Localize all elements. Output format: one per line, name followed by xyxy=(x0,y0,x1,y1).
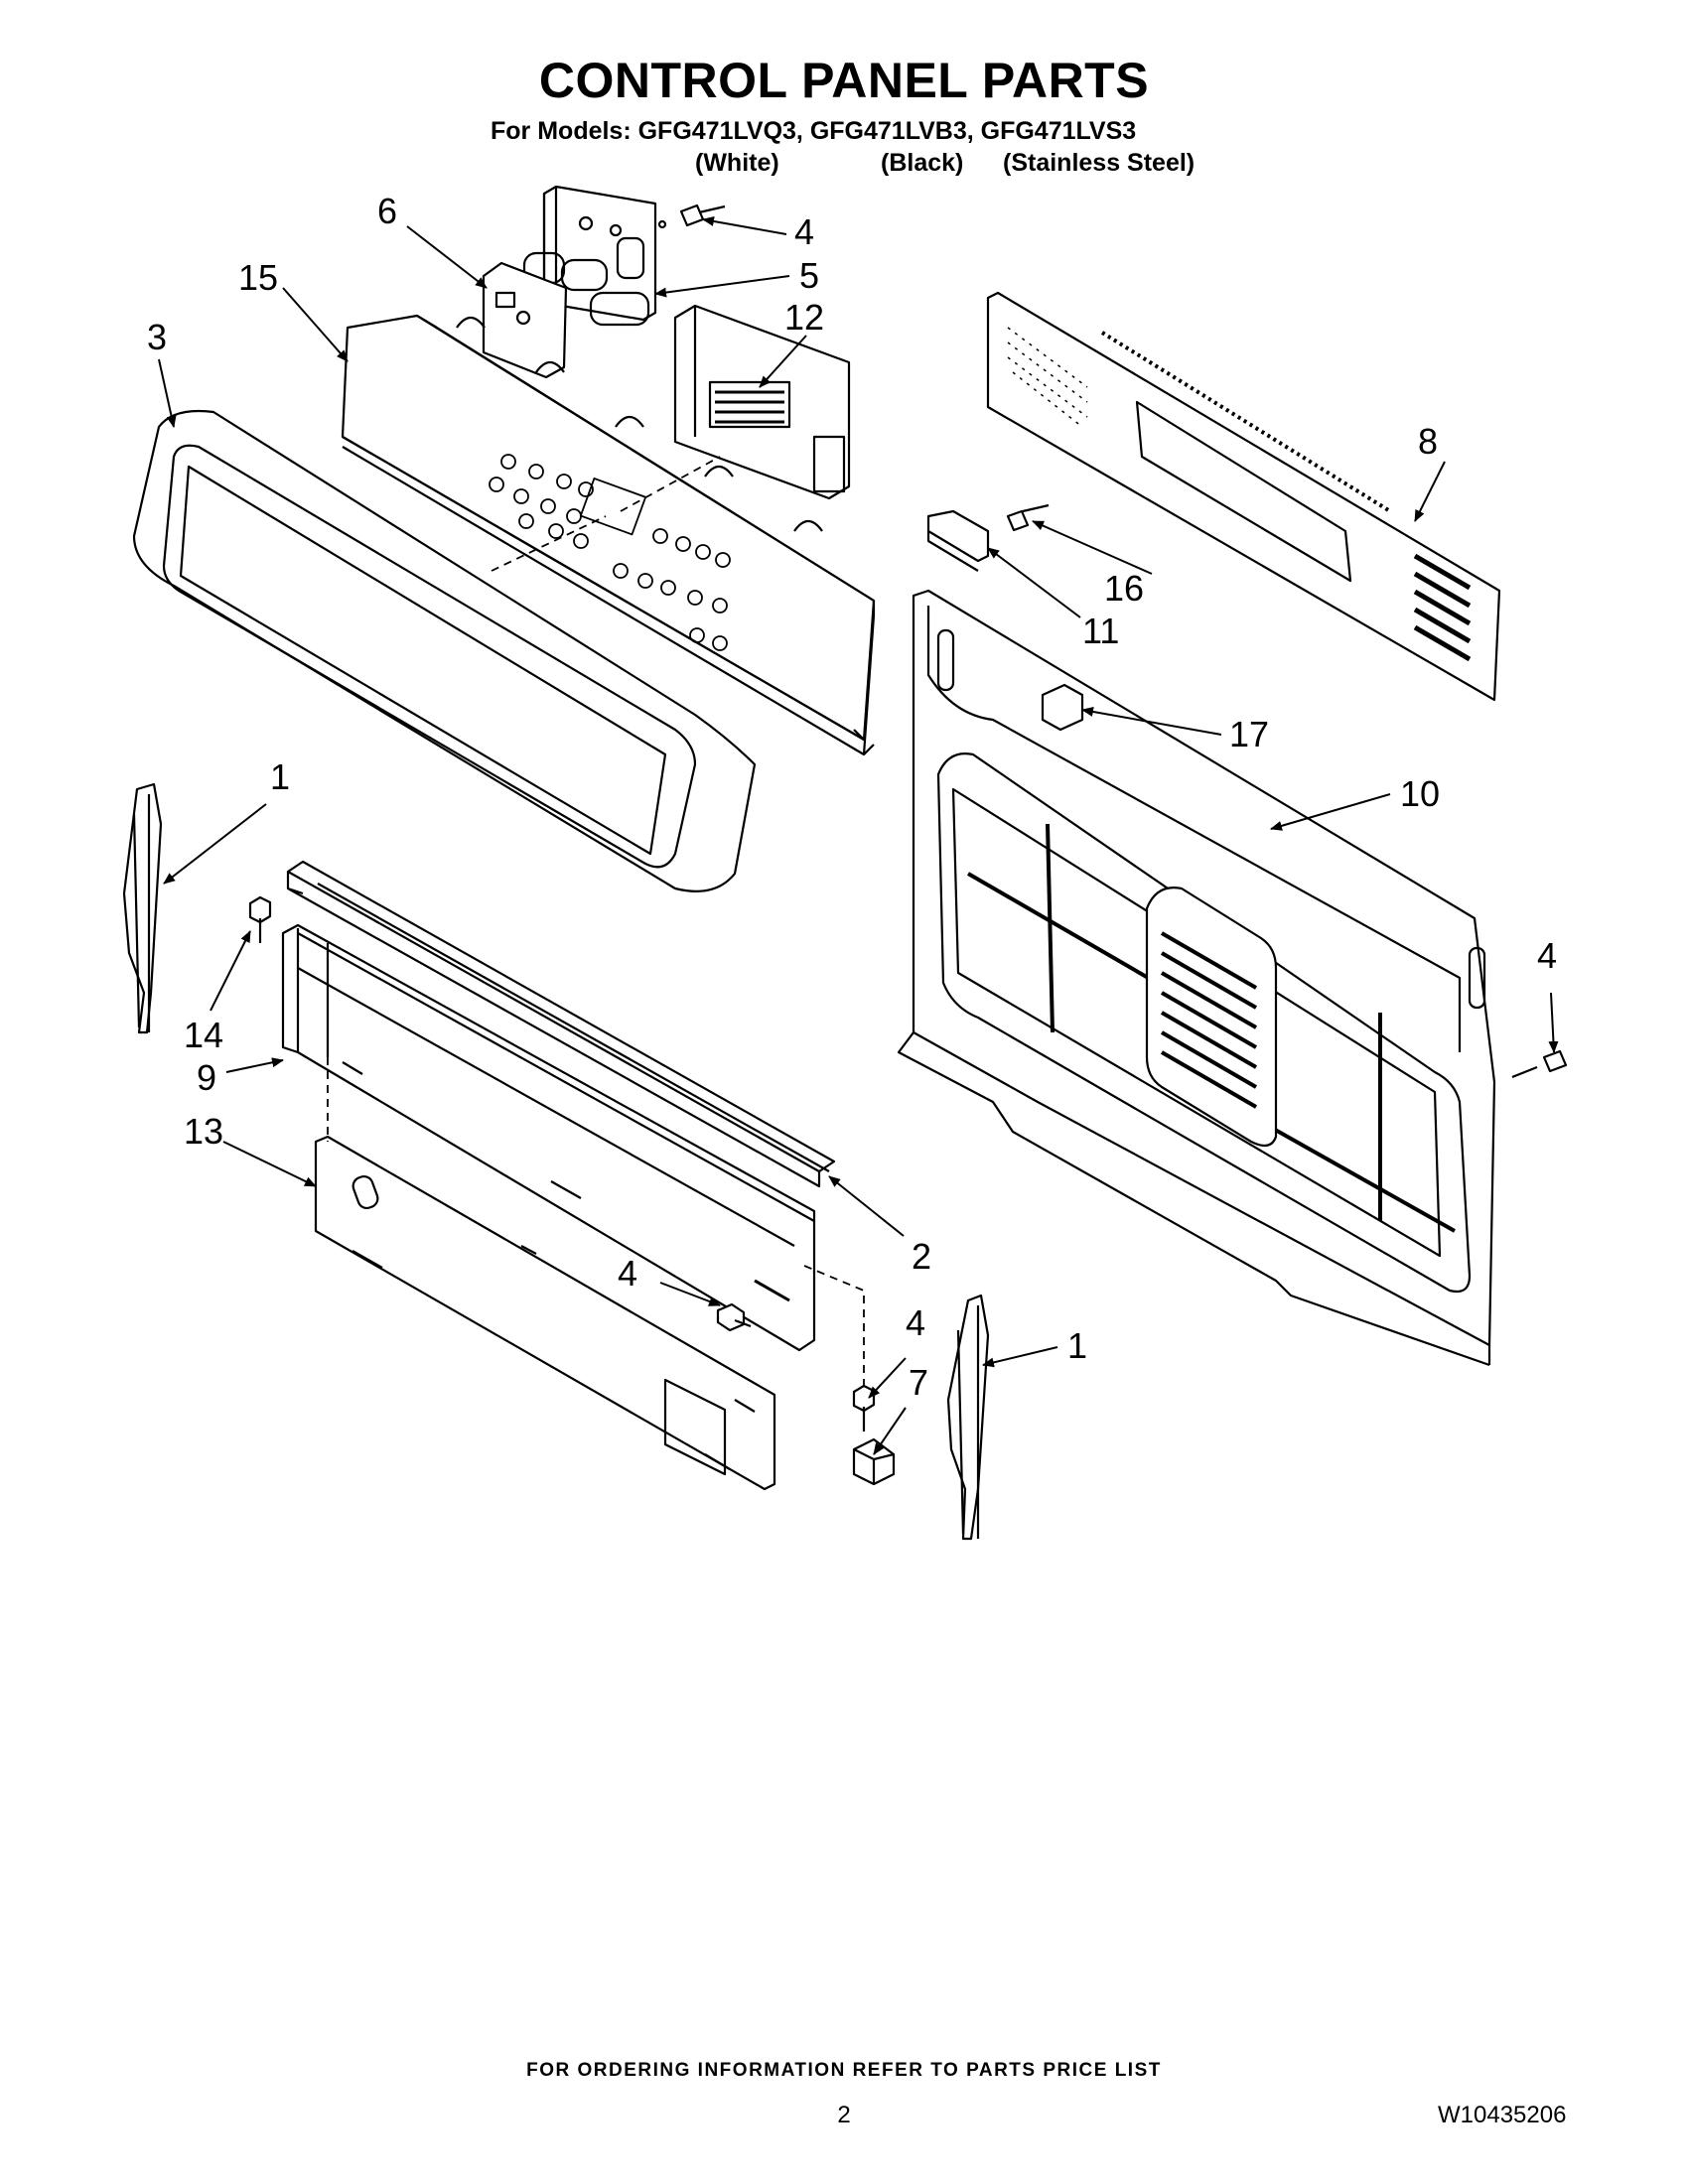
callout-13: 13 xyxy=(184,1111,223,1152)
assembly-lines xyxy=(327,456,865,1390)
part-13-access-cover xyxy=(314,1135,776,1491)
callout-10: 10 xyxy=(1400,773,1440,814)
page-title: CONTROL PANEL PARTS xyxy=(538,53,1150,108)
callout-2: 2 xyxy=(912,1236,931,1277)
part-4-screw-right xyxy=(1511,1049,1568,1079)
part-3-console-trim xyxy=(132,409,757,892)
callout-14: 14 xyxy=(184,1015,223,1055)
callout-17: 17 xyxy=(1229,714,1269,754)
callout-4-lower: 4 xyxy=(906,1302,925,1343)
part-1-side-trim-right xyxy=(946,1294,990,1541)
callout-4-right: 4 xyxy=(1537,935,1557,976)
callout-15: 15 xyxy=(238,257,278,298)
callout-labels: 4 5 6 15 3 12 8 16 11 17 10 1 4 14 9 13 … xyxy=(147,191,1557,1403)
part-12-display-board xyxy=(673,304,851,500)
callout-4-top: 4 xyxy=(794,211,814,252)
models-line: For Models: GFG471LVQ3, GFG471LVB3, GFG4… xyxy=(491,117,1137,145)
part-16-screw xyxy=(1006,503,1050,532)
part-1-side-trim-left xyxy=(122,782,163,1034)
document-number: W10435206 xyxy=(1438,2102,1567,2128)
callout-8: 8 xyxy=(1418,421,1438,462)
callout-1-right: 1 xyxy=(1067,1325,1087,1366)
variant-stainless: (Stainless Steel) xyxy=(1003,149,1196,177)
callout-4-mid: 4 xyxy=(618,1253,637,1294)
part-4-screw-top xyxy=(657,204,726,229)
callout-1-left: 1 xyxy=(270,756,290,797)
callout-6: 6 xyxy=(377,191,397,231)
callout-3: 3 xyxy=(147,317,167,357)
part-2-channel xyxy=(286,860,836,1188)
part-6-bracket xyxy=(482,261,568,379)
variant-black: (Black) xyxy=(881,149,964,177)
part-15-control-panel xyxy=(341,314,876,756)
part-4-screw-lower xyxy=(852,1384,876,1432)
variant-white: (White) xyxy=(695,149,779,177)
part-10-back-panel xyxy=(897,589,1496,1367)
callout-9: 9 xyxy=(197,1057,216,1098)
part-9-frame xyxy=(281,923,816,1352)
part-7-switch xyxy=(852,1437,896,1486)
ordering-note: FOR ORDERING INFORMATION REFER TO PARTS … xyxy=(526,2060,1162,2081)
part-14-screw xyxy=(248,895,272,943)
callout-7: 7 xyxy=(909,1362,928,1403)
callout-5: 5 xyxy=(799,255,819,296)
callout-16: 16 xyxy=(1104,568,1144,609)
leader-lines xyxy=(158,216,1559,1455)
part-8-rear-cover xyxy=(986,291,1501,702)
part-4-screw-mid xyxy=(716,1302,752,1332)
part-11-clip xyxy=(926,509,990,572)
page-number: 2 xyxy=(837,2102,851,2128)
callout-12: 12 xyxy=(784,297,824,338)
callout-11: 11 xyxy=(1082,611,1119,651)
